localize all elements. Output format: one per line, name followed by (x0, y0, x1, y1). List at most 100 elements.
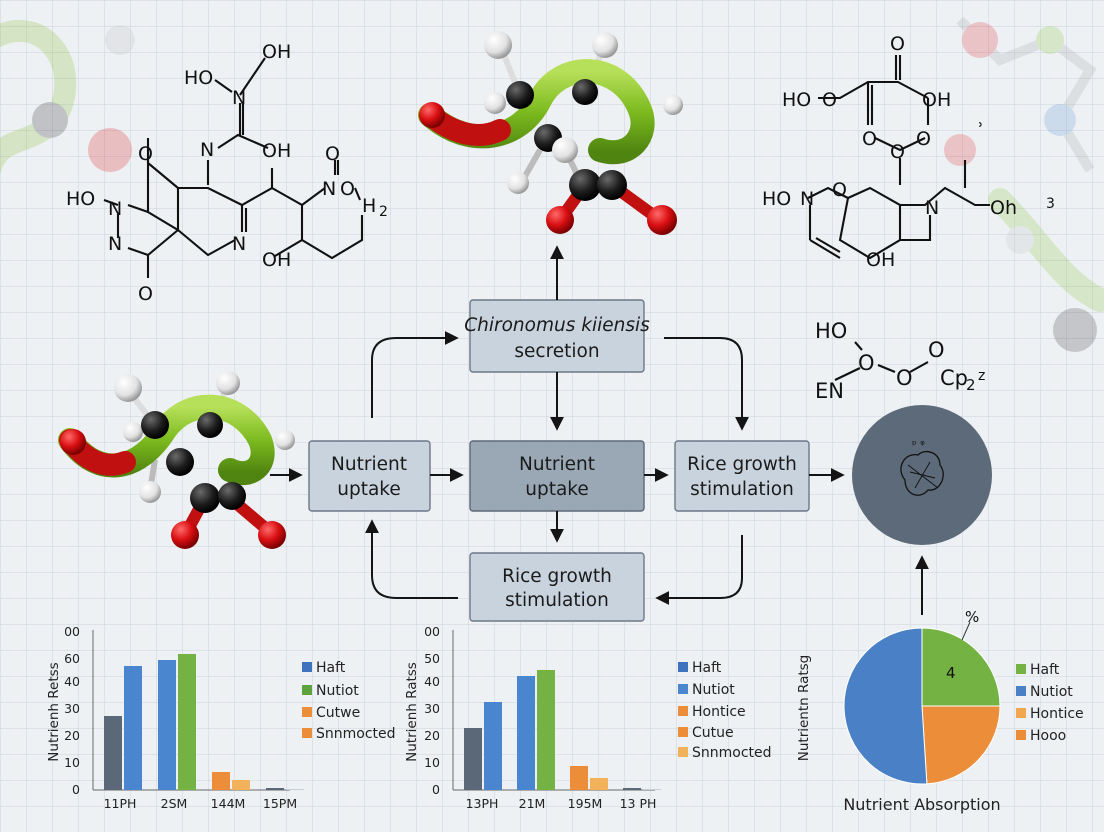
chem-label: O (858, 351, 875, 375)
legend-label: Cutue (692, 725, 734, 741)
flow-box-nutrient-uptake-left (308, 440, 431, 512)
legend-swatch (302, 662, 312, 672)
chem-label: ʾ (978, 119, 984, 141)
chart2-xtick: 13PH (466, 796, 499, 811)
circle-glyph-inner-icon (907, 461, 939, 489)
chart1-ytick: 0 (72, 782, 80, 797)
flow-box-rice-growth-bottom-line1: Rice growth (502, 566, 612, 587)
chart1-xtick: 15PM (263, 796, 297, 811)
legend-swatch (678, 662, 688, 672)
chart-bar (212, 772, 230, 790)
chem-label: O (822, 89, 837, 111)
legend-label: Hooo (1030, 728, 1066, 744)
flow-box-nutrient-uptake-center (469, 440, 645, 512)
chem-label: O (862, 128, 877, 150)
chart1-ytick: 00 (64, 624, 80, 639)
chart-bar (178, 654, 196, 790)
chart2-ytick: 10 (424, 755, 440, 770)
chem-label: O (890, 33, 905, 55)
chart-bar (266, 788, 284, 790)
chart-bar (124, 666, 142, 790)
pie-ylabel: Nutrientn Ratsg (796, 655, 812, 762)
chem-label: O (916, 128, 931, 150)
chem-label: HO (66, 188, 95, 210)
pie-annotation: % (965, 608, 979, 626)
legend-swatch (678, 727, 688, 737)
flow-box-rice-growth-right-line2: stimulation (690, 479, 794, 500)
pie-slices (843, 627, 1001, 785)
chart1-ytick: 30 (64, 701, 80, 716)
chart2-ytick: 40 (424, 674, 440, 689)
chart2-ytick: 20 (424, 728, 440, 743)
chart2-ytick: 0 (432, 782, 440, 797)
legend-label: Nutiot (692, 682, 735, 698)
chem-label: OH (866, 249, 895, 271)
chem-label: N (200, 139, 214, 161)
chem-label: HO (815, 319, 847, 343)
chem-label: HO (782, 89, 811, 111)
legend-label: Haft (692, 660, 722, 676)
arrow-rice-loop-to-bottom (655, 535, 743, 605)
legend-swatch (678, 706, 688, 716)
flow-box-nutrient-uptake-center-line2: uptake (525, 479, 589, 500)
molecule-top-right: O HO O OH O O HO N O N O Oh 3 OH ʾ (762, 33, 1055, 271)
chem-label: O (896, 366, 913, 390)
chart1-ytick: 60 (64, 651, 80, 666)
bar-chart-left: Nutrienh Retss 0 10 20 30 40 60 00 11PH … (46, 624, 396, 811)
legend-label: Nutiot (1030, 684, 1073, 700)
chem-label: O (928, 338, 945, 362)
molecule-3d-top (418, 31, 683, 235)
chem-label: N (322, 178, 336, 200)
chart-bar (158, 660, 176, 790)
chart1-ytick: 10 (64, 755, 80, 770)
chem-label: 2 (379, 204, 388, 220)
chart-bar (537, 670, 555, 790)
chart-bar (623, 788, 641, 790)
arrow-secretion-loop-to-rice (664, 337, 749, 431)
chart2-legend: Haft Nutiot Hontice Cutue Snnmocted (678, 660, 772, 761)
chem-label: 2 (966, 376, 976, 394)
background-molecule-right (944, 16, 1104, 352)
chem-label: N (800, 188, 814, 210)
chart2-ytick: 00 (424, 624, 440, 639)
chem-label: OH (262, 140, 291, 162)
circle-marks: ᵖ ᵠ (912, 438, 925, 451)
chem-label: H (362, 195, 376, 217)
chem-label: HO (184, 67, 213, 89)
pie-legend: Haft Nutiot Hontice Hooo (1016, 662, 1084, 744)
legend-swatch (678, 747, 688, 757)
pie-slice-text: 4 (946, 664, 956, 682)
legend-label: Cutwe (316, 705, 360, 721)
circle-glyph-icon (900, 451, 944, 496)
chart1-xtick: 11PH (104, 796, 137, 811)
pie-slice (921, 627, 1001, 707)
flow-box-nutrient-uptake-left-line2: uptake (337, 479, 401, 500)
chart-bar (643, 789, 661, 790)
chart-bar (464, 728, 482, 790)
legend-swatch (302, 685, 312, 695)
pie-annotation-line (961, 621, 971, 641)
chem-label: OH (262, 249, 291, 271)
chem-label: z (978, 368, 985, 384)
chart2-xtick: 21M (519, 796, 546, 811)
flow-box-nutrient-uptake-center-line1: Nutrient (519, 454, 595, 475)
chem-label: N (232, 87, 246, 109)
chart-bar (484, 702, 502, 790)
legend-label: Snnmocted (692, 745, 772, 761)
flow-box-rice-growth-bottom (469, 552, 645, 622)
legend-swatch (1016, 708, 1026, 718)
pie-slice (921, 705, 1001, 785)
legend-label: Hontice (1030, 706, 1084, 722)
chem-label: O (832, 179, 847, 201)
legend-label: Haft (316, 660, 346, 676)
chart2-xtick: 13 PH (620, 796, 657, 811)
flow-box-rice-growth-right (674, 440, 810, 512)
background-molecule-left (0, 19, 135, 175)
chart2-ytick: 30 (424, 701, 440, 716)
chart-bar (232, 780, 250, 790)
chart1-ytick: 40 (64, 674, 80, 689)
chart1-xtick: 144M (211, 796, 246, 811)
flow-box-rice-growth-right-line1: Rice growth (687, 454, 797, 475)
legend-label: Nutiot (316, 683, 359, 699)
